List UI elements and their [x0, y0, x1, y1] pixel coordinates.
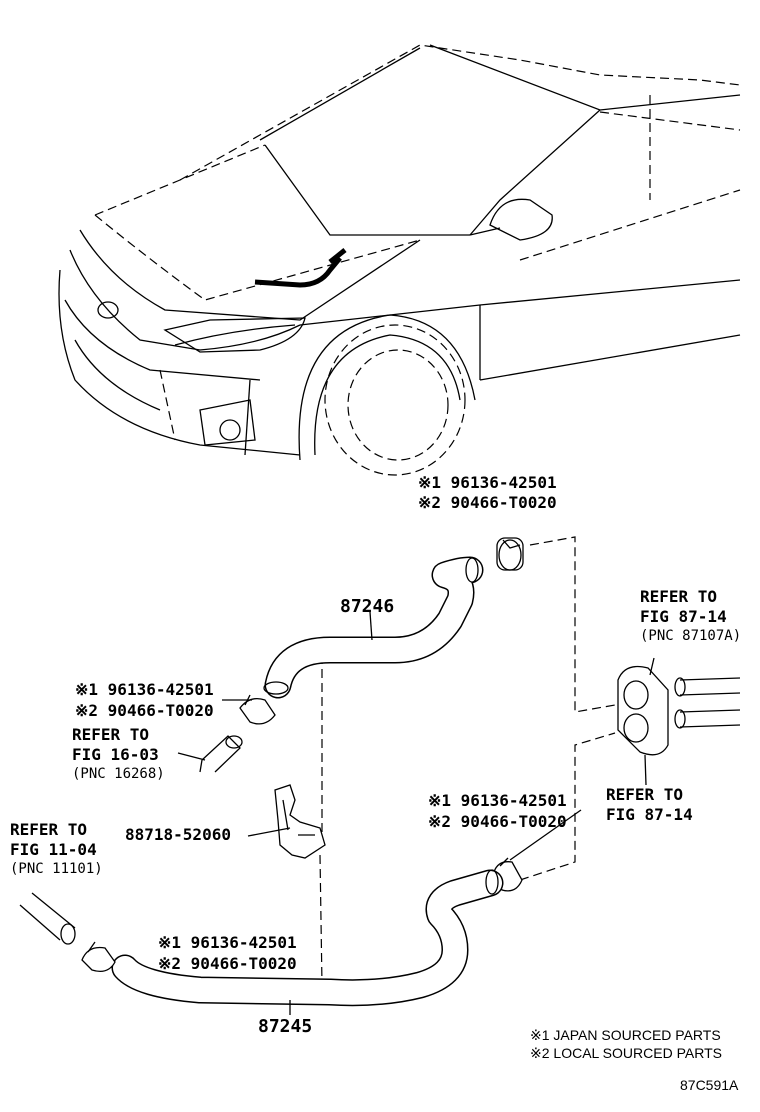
pipe-fig-11-04	[19, 892, 76, 945]
ref-11-04-line2: FIG 11-04	[10, 840, 97, 859]
clamp-left-line1: ※1 96136-42501	[75, 680, 214, 699]
ref-87-14-pnc-line1: REFER TO	[640, 587, 717, 606]
part-87246-label: 87246	[340, 596, 394, 617]
figure-code: 87C591A	[680, 1077, 739, 1093]
clamp-top	[496, 537, 524, 571]
car-illustration	[58, 44, 741, 476]
label-leaders	[177, 611, 655, 1015]
pipe-fig-16-03	[199, 735, 243, 773]
clamp-lower-left	[81, 941, 116, 973]
ref-11-04-line1: REFER TO	[10, 820, 87, 839]
clamp-lower-line2: ※2 90466-T0020	[158, 954, 297, 973]
legend-note-2: ※2 LOCAL SOURCED PARTS	[530, 1045, 722, 1061]
ref-16-03-line1: REFER TO	[72, 725, 149, 744]
clamp-lower-line1: ※1 96136-42501	[158, 933, 297, 952]
grommet-connector	[617, 665, 741, 756]
hose-87246	[263, 556, 484, 699]
hose-87245	[111, 869, 504, 1007]
ref-87-14-line2: FIG 87-14	[606, 805, 693, 824]
clamp-left-mid	[239, 694, 276, 725]
ref-16-03-line3: (PNC 16268)	[72, 766, 165, 782]
bracket-88718	[274, 784, 326, 859]
clamp-right-line1: ※1 96136-42501	[428, 791, 567, 810]
ref-87-14-pnc-line2: FIG 87-14	[640, 607, 727, 626]
clamp-right-line2: ※2 90466-T0020	[428, 812, 567, 831]
clamp-top-line1: ※1 96136-42501	[418, 473, 557, 492]
legend-note-1: ※1 JAPAN SOURCED PARTS	[530, 1027, 721, 1043]
clamp-top-line2: ※2 90466-T0020	[418, 493, 557, 512]
part-88718-label: 88718-52060	[125, 825, 231, 844]
ref-87-14-pnc-line3: (PNC 87107A)	[640, 628, 741, 644]
ref-87-14-line1: REFER TO	[606, 785, 683, 804]
part-87245-label: 87245	[258, 1016, 312, 1037]
labels: ※1 96136-42501 ※2 90466-T0020 87246 ※1 9…	[10, 473, 741, 1093]
clamp-left-line2: ※2 90466-T0020	[75, 701, 214, 720]
ref-11-04-line3: (PNC 11101)	[10, 861, 103, 877]
ref-16-03-line2: FIG 16-03	[72, 745, 159, 764]
